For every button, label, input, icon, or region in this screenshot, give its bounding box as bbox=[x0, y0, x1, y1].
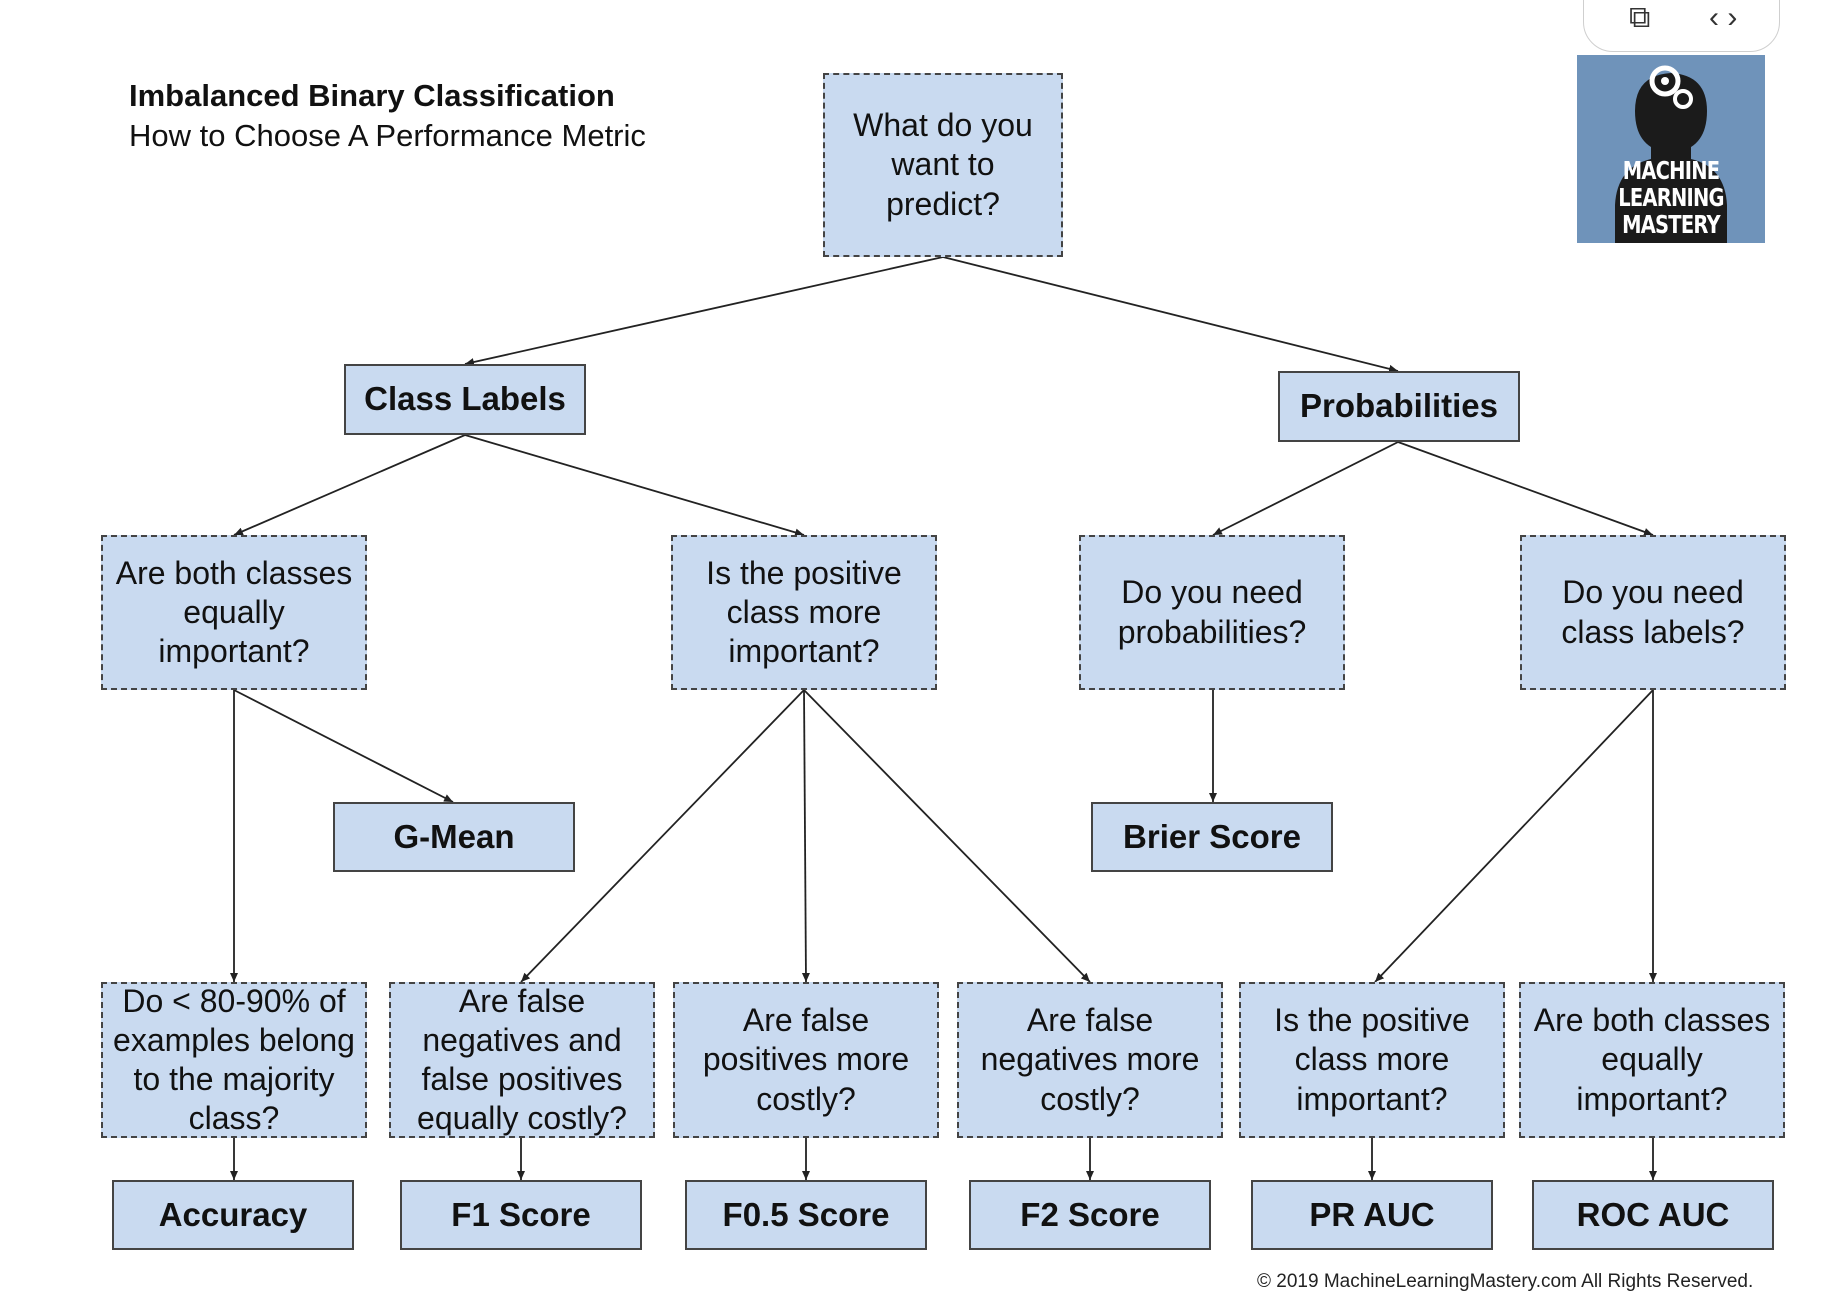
node-accuracy: Accuracy bbox=[112, 1180, 354, 1250]
edge-positive-fp-more bbox=[801, 689, 810, 983]
node-f2-score: F2 Score bbox=[969, 1180, 1211, 1250]
node-class-labels: Class Labels bbox=[344, 364, 586, 435]
edge-root-probabilities bbox=[942, 256, 1399, 373]
link-icon[interactable]: ⧉ bbox=[1629, 1, 1651, 34]
node-need-probabilities-question: Do you need probabilities? bbox=[1079, 535, 1345, 690]
node-positive-more-question: Is the positive class more important? bbox=[671, 535, 937, 690]
node-positive-more-question-2: Is the positive class more important? bbox=[1239, 982, 1505, 1138]
node-majority-question: Do < 80-90% of examples belong to the ma… bbox=[101, 982, 367, 1138]
code-icon[interactable]: ‹ › bbox=[1709, 1, 1738, 34]
node-brier-score: Brier Score bbox=[1091, 802, 1333, 872]
node-fn-more-question: Are false negatives more costly? bbox=[957, 982, 1223, 1138]
embed-toolbar: ⧉ ‹ › bbox=[1583, 0, 1780, 52]
edge-class-labels-positive-more bbox=[464, 434, 805, 537]
node-fn-fp-equal-question: Are false negatives and false positives … bbox=[389, 982, 655, 1138]
edge-probabilities-need-probs bbox=[1212, 441, 1399, 536]
copyright-notice: © 2019 MachineLearningMastery.com All Ri… bbox=[1257, 1271, 1754, 1292]
edge-need-labels-positive-more bbox=[1374, 689, 1654, 983]
edge-both-equal-gmean bbox=[233, 689, 454, 803]
node-need-class-labels-question: Do you need class labels? bbox=[1520, 535, 1786, 690]
node-fp-more-question: Are false positives more costly? bbox=[673, 982, 939, 1138]
edge-positive-fn-more bbox=[803, 689, 1091, 983]
node-f05-score: F0.5 Score bbox=[685, 1180, 927, 1250]
node-f1-score: F1 Score bbox=[400, 1180, 642, 1250]
diagram-subtitle: How to Choose A Performance Metric bbox=[129, 118, 646, 153]
edge-class-labels-both-equal bbox=[233, 434, 466, 536]
diagram-title: Imbalanced Binary Classification bbox=[129, 78, 615, 113]
node-g-mean: G-Mean bbox=[333, 802, 575, 872]
node-both-equal-question-2: Are both classes equally important? bbox=[1519, 982, 1785, 1138]
node-root-question: What do you want to predict? bbox=[823, 73, 1063, 257]
node-roc-auc: ROC AUC bbox=[1532, 1180, 1774, 1250]
node-pr-auc: PR AUC bbox=[1251, 1180, 1493, 1250]
machine-learning-mastery-logo: MACHINE LEARNING MASTERY bbox=[1577, 55, 1765, 243]
node-both-equal-question: Are both classes equally important? bbox=[101, 535, 367, 690]
node-probabilities: Probabilities bbox=[1278, 371, 1520, 442]
edge-root-class-labels bbox=[464, 256, 944, 366]
edge-probabilities-need-labels bbox=[1397, 441, 1654, 536]
gears-head-icon bbox=[1615, 65, 1727, 243]
logo-text: MACHINE LEARNING MASTERY bbox=[1618, 156, 1724, 239]
